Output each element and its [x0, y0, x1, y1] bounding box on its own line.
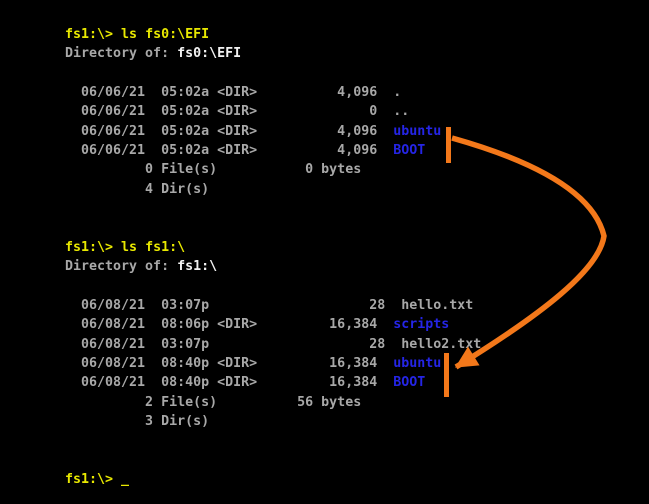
prompt: fs1:\> [65, 239, 122, 255]
console-line-23: fs1:\> _ [65, 470, 481, 489]
summary-files: 2 File(s) 56 bytes [65, 394, 362, 410]
console-line-18: 06/08/21 08:40p <DIR> 16,384 BOOT [65, 373, 481, 392]
console-line-3: 06/06/21 05:02a <DIR> 4,096 . [65, 83, 481, 102]
console-line-21 [65, 431, 481, 450]
console-line-12: Directory of: fs1:\ [65, 257, 481, 276]
console-line-14: 06/08/21 03:07p 28 hello.txt [65, 296, 481, 315]
console-line-19: 2 File(s) 56 bytes [65, 393, 481, 412]
console-line-8: 4 Dir(s) [65, 180, 481, 199]
file-row: 06/08/21 03:07p 28 hello2.txt [65, 336, 482, 352]
directory-of-label: Directory of: [65, 46, 178, 62]
directory-path: fs1:\ [177, 259, 218, 275]
directory-path: fs0:\EFI [177, 46, 242, 62]
console-line-17: 06/08/21 08:40p <DIR> 16,384 ubuntu [65, 354, 481, 373]
console-line-22 [65, 451, 481, 470]
dirname-ubuntu: ubuntu [393, 123, 442, 139]
prompt: fs1:\> [65, 471, 122, 487]
console-line-0: fs1:\> ls fs0:\EFI [65, 25, 481, 44]
file-row: 06/08/21 03:07p 28 hello.txt [65, 297, 474, 313]
file-row: 06/08/21 08:40p <DIR> 16,384 [65, 375, 394, 391]
console-line-9 [65, 199, 481, 218]
console-line-4: 06/06/21 05:02a <DIR> 0 .. [65, 102, 481, 121]
dirname-boot: BOOT [393, 143, 426, 159]
console-line-7: 0 File(s) 0 bytes [65, 160, 481, 179]
file-row: 06/06/21 05:02a <DIR> 4,096 . [65, 85, 402, 101]
console-line-20: 3 Dir(s) [65, 412, 481, 431]
dirname-scripts: scripts [393, 317, 450, 333]
dirname-ubuntu: ubuntu [393, 355, 442, 371]
dirname-boot: BOOT [393, 375, 426, 391]
command: ls fs0:\EFI [121, 27, 210, 42]
console-line-13 [65, 276, 481, 295]
directory-of-label: Directory of: [65, 259, 178, 275]
console-line-11: fs1:\> ls fs1:\ [65, 238, 481, 257]
file-row: 06/06/21 05:02a <DIR> 0 .. [65, 104, 410, 120]
console-line-2 [65, 64, 481, 83]
file-row: 06/08/21 08:06p <DIR> 16,384 [65, 317, 394, 333]
console-line-1: Directory of: fs0:\EFI [65, 44, 481, 63]
console-line-6: 06/06/21 05:02a <DIR> 4,096 BOOT [65, 141, 481, 160]
file-row: 06/08/21 08:40p <DIR> 16,384 [65, 355, 394, 371]
file-row: 06/06/21 05:02a <DIR> 4,096 [65, 143, 394, 159]
summary-dirs: 3 Dir(s) [65, 413, 210, 429]
console-line-10 [65, 218, 481, 237]
cursor: _ [121, 471, 130, 487]
prompt: fs1:\> [65, 27, 122, 42]
command: ls fs1:\ [121, 239, 186, 255]
console-line-5: 06/06/21 05:02a <DIR> 4,096 ubuntu [65, 122, 481, 141]
summary-dirs: 4 Dir(s) [65, 181, 210, 197]
file-row: 06/06/21 05:02a <DIR> 4,096 [65, 123, 394, 139]
console-line-15: 06/08/21 08:06p <DIR> 16,384 scripts [65, 315, 481, 334]
summary-files: 0 File(s) 0 bytes [65, 162, 362, 178]
console-line-16: 06/08/21 03:07p 28 hello2.txt [65, 335, 481, 354]
